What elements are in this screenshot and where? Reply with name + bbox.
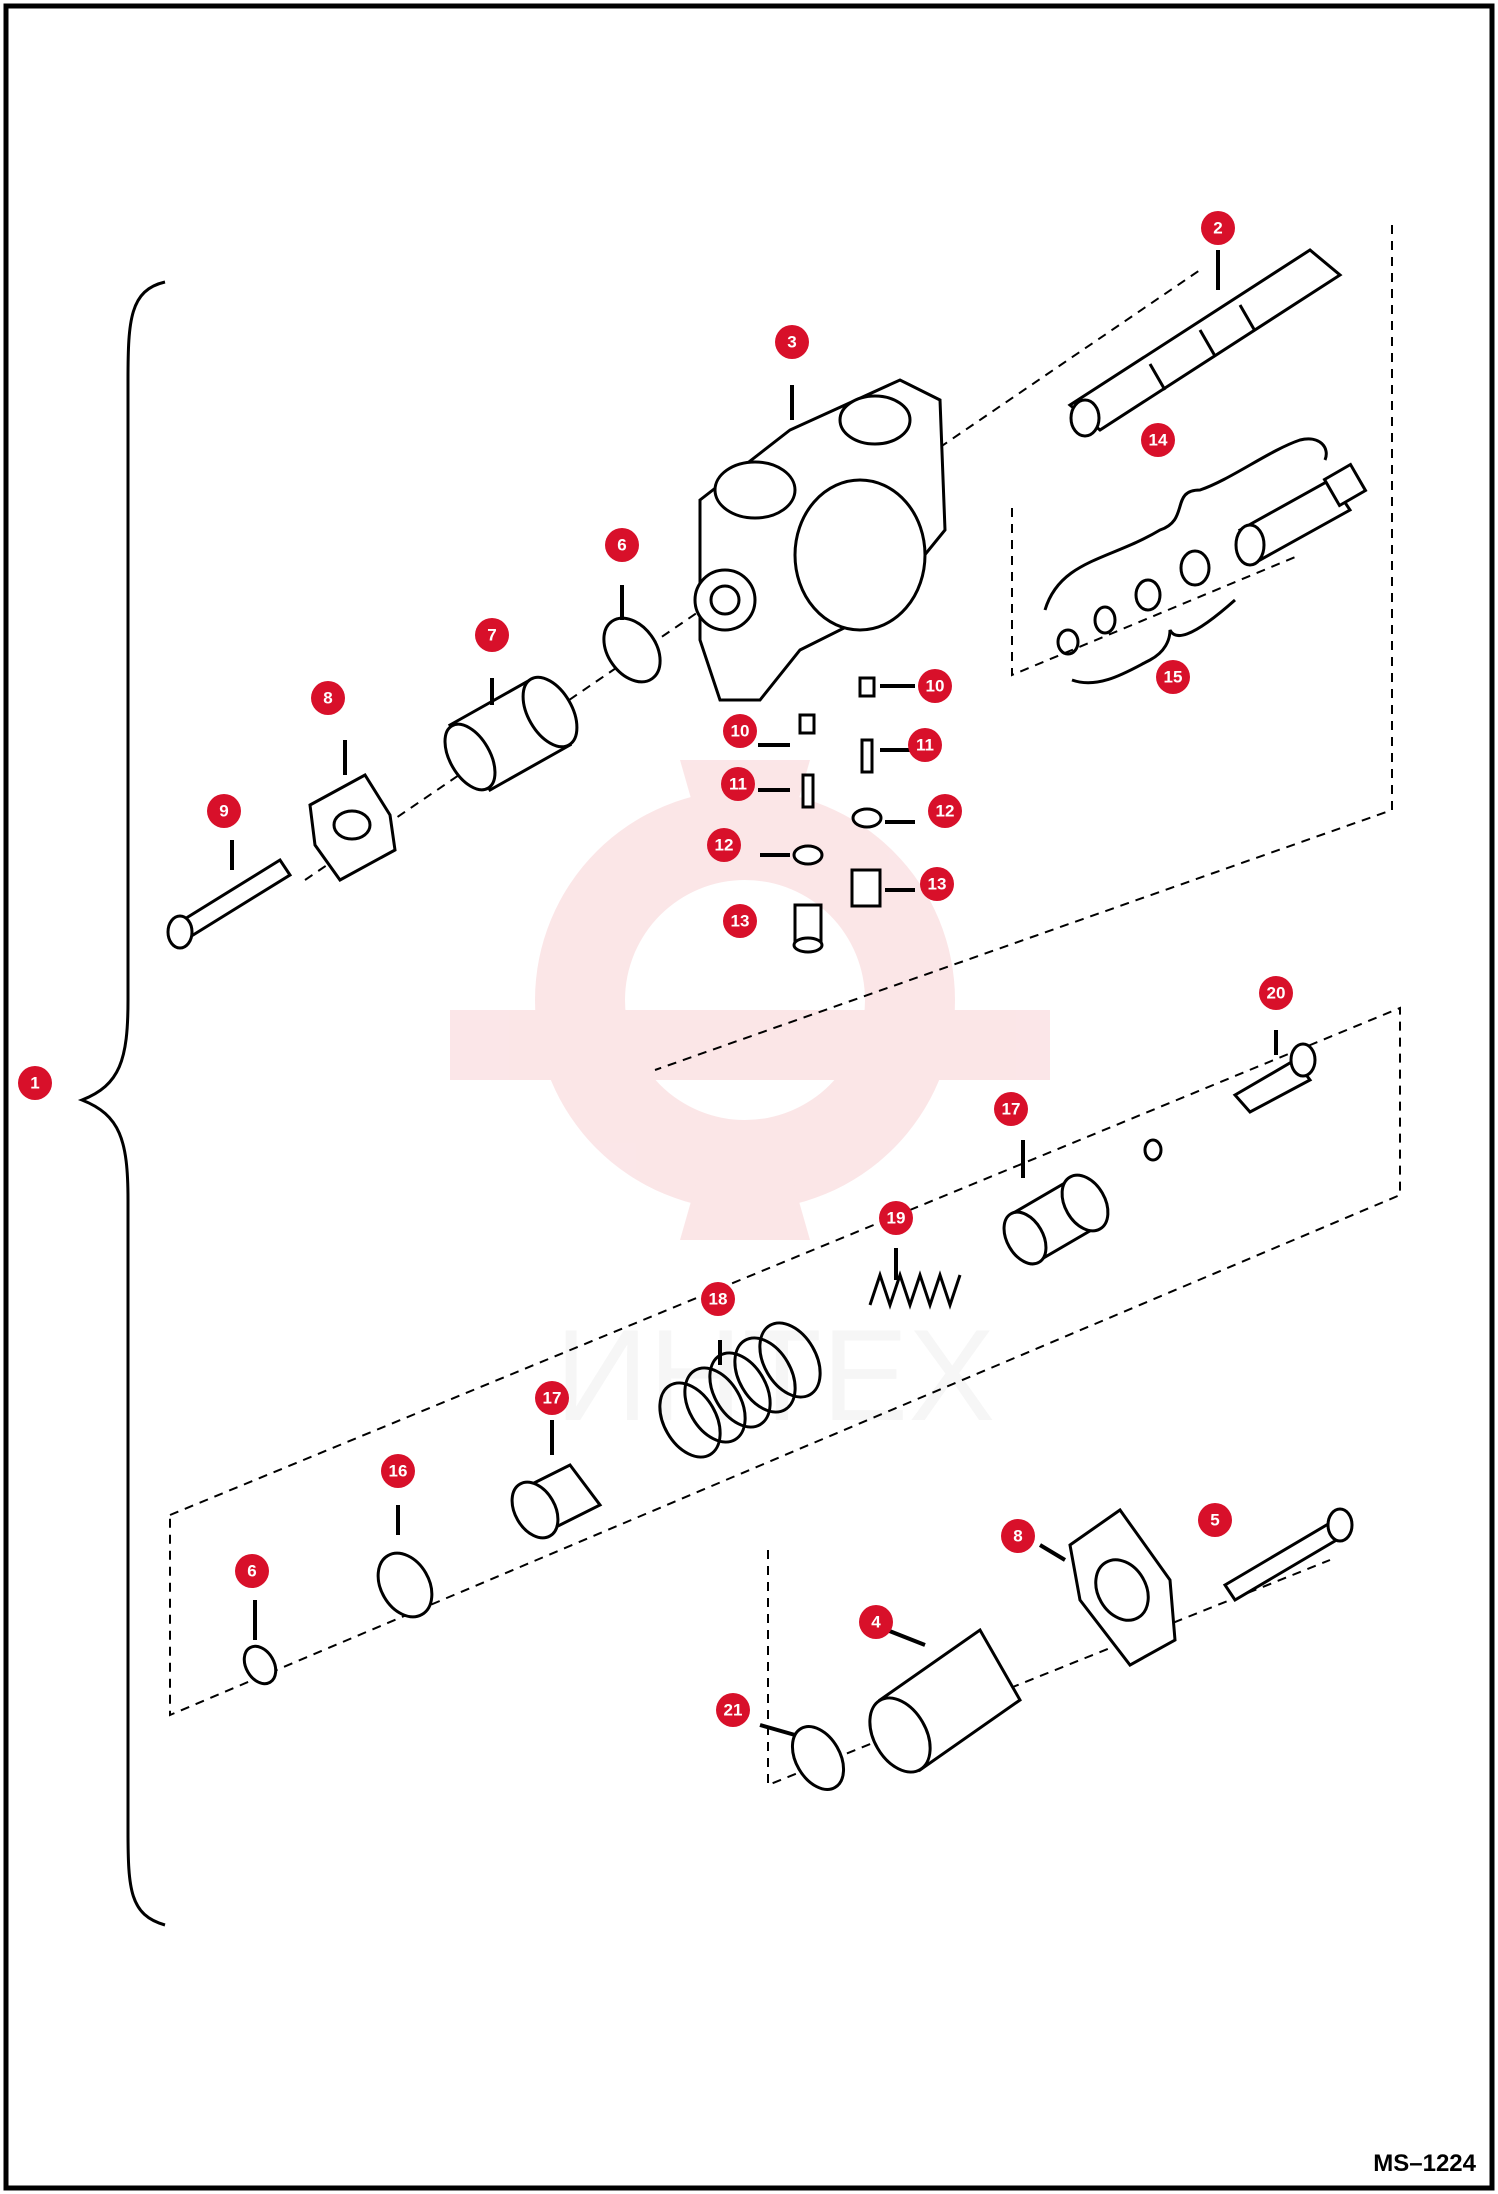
callout-19: 19	[879, 1201, 913, 1235]
callout-7-upper: 7	[475, 618, 509, 652]
part-21-oring	[790, 1725, 846, 1791]
watermark-text: ИНТЕХ	[555, 1302, 995, 1448]
callout-9-label: 9	[219, 802, 228, 821]
callout-8-upper: 8	[311, 681, 345, 715]
callout-17-lower-label: 17	[543, 1389, 562, 1408]
parts-10-13-stack	[792, 676, 883, 954]
callout-20: 20	[1259, 976, 1293, 1010]
callout-5-label: 5	[1210, 1511, 1219, 1530]
callout-11-right-label: 11	[916, 736, 934, 755]
callout-12-left: 12	[707, 828, 741, 862]
callout-3-label: 3	[787, 333, 796, 352]
part-19-spring	[868, 1270, 962, 1310]
callout-15: 15	[1156, 660, 1190, 694]
part-9-bolt	[166, 857, 293, 950]
part-17-retainer-lower	[510, 1463, 603, 1540]
callout-7-upper-label: 7	[487, 626, 496, 645]
callout-8-lower-label: 8	[1013, 1527, 1022, 1546]
callout-4-label: 4	[871, 1613, 881, 1632]
part-20-plug	[1232, 1042, 1317, 1114]
part-3-valve-housing	[693, 378, 947, 702]
callout-3: 3	[775, 325, 809, 359]
callout-13-right-label: 13	[928, 875, 947, 894]
callout-12-right: 12	[928, 794, 962, 828]
callout-6-lower-label: 6	[247, 1562, 256, 1581]
part-16-washer	[376, 1551, 434, 1619]
callout-5: 5	[1198, 1503, 1232, 1537]
part-18-spring	[658, 1321, 822, 1459]
callout-6-upper: 6	[605, 528, 639, 562]
part-17-retainer-upper	[1002, 1173, 1110, 1266]
part-14-relief-valve	[1234, 462, 1368, 567]
part-6-oring-upper	[602, 616, 662, 684]
callout-17-upper: 17	[994, 1092, 1028, 1126]
callout-9: 9	[207, 794, 241, 828]
callout-16-label: 16	[389, 1462, 408, 1481]
part-8-flange-lower	[1068, 1507, 1177, 1667]
callout-13-left-label: 13	[731, 912, 750, 931]
callout-11-left: 11	[721, 767, 755, 801]
brace-14	[1043, 437, 1328, 611]
part-4-cap	[868, 1627, 1022, 1774]
drawing-code: MS–1224	[1373, 2150, 1476, 2177]
callout-15-label: 15	[1164, 668, 1183, 687]
part-6-oring-lower	[242, 1644, 278, 1686]
part-7-sleeve	[443, 675, 579, 793]
dashed-assembly-middle	[1011, 508, 1301, 677]
brace-15	[1071, 598, 1236, 685]
callout-13-right: 13	[920, 867, 954, 901]
callout-19-label: 19	[887, 1209, 906, 1228]
callout-14-label: 14	[1149, 431, 1168, 450]
diagram-border	[3, 3, 1495, 2191]
callout-14: 14	[1141, 423, 1175, 457]
part-2-spool	[1067, 248, 1343, 438]
part-5-bolt	[1222, 1507, 1354, 1603]
assembly-brace	[77, 280, 166, 1927]
callout-1-label: 1	[30, 1074, 39, 1093]
dashed-assembly-lower	[169, 1006, 1401, 1717]
callout-10-left: 10	[723, 714, 757, 748]
callout-4: 4	[859, 1605, 893, 1639]
callout-6-upper-label: 6	[617, 536, 626, 555]
callout-21: 21	[716, 1693, 750, 1727]
callout-18-label: 18	[709, 1290, 728, 1309]
callout-11-left-label: 11	[729, 775, 747, 794]
callout-6-lower: 6	[235, 1554, 269, 1588]
callout-17-lower: 17	[535, 1381, 569, 1415]
callout-20-label: 20	[1267, 984, 1286, 1003]
callout-10-right: 10	[918, 669, 952, 703]
dashed-assembly-upper	[654, 225, 1393, 1071]
callout-1: 1	[18, 1066, 52, 1100]
callout-21-label: 21	[724, 1701, 743, 1720]
callout-10-left-label: 10	[731, 722, 750, 741]
callout-18: 18	[701, 1282, 735, 1316]
callout-16: 16	[381, 1454, 415, 1488]
callout-2-label: 2	[1213, 219, 1222, 238]
callout-12-left-label: 12	[715, 836, 734, 855]
callout-13-left: 13	[723, 904, 757, 938]
callout-8-lower: 8	[1001, 1519, 1035, 1553]
callout-10-right-label: 10	[926, 677, 945, 696]
callout-2: 2	[1201, 211, 1235, 245]
callout-12-right-label: 12	[936, 802, 955, 821]
callout-17-upper-label: 17	[1002, 1100, 1021, 1119]
part-15-orings	[1056, 549, 1211, 656]
callout-leaders	[230, 250, 1278, 1737]
dashed-axis-top	[304, 269, 1201, 881]
callout-8-upper-label: 8	[323, 689, 332, 708]
part-8-flange-upper	[308, 773, 397, 882]
callout-11-right: 11	[908, 728, 942, 762]
watermark-logo: ИНТЕХ	[450, 760, 1050, 1448]
part-oring-small	[1143, 1138, 1163, 1162]
